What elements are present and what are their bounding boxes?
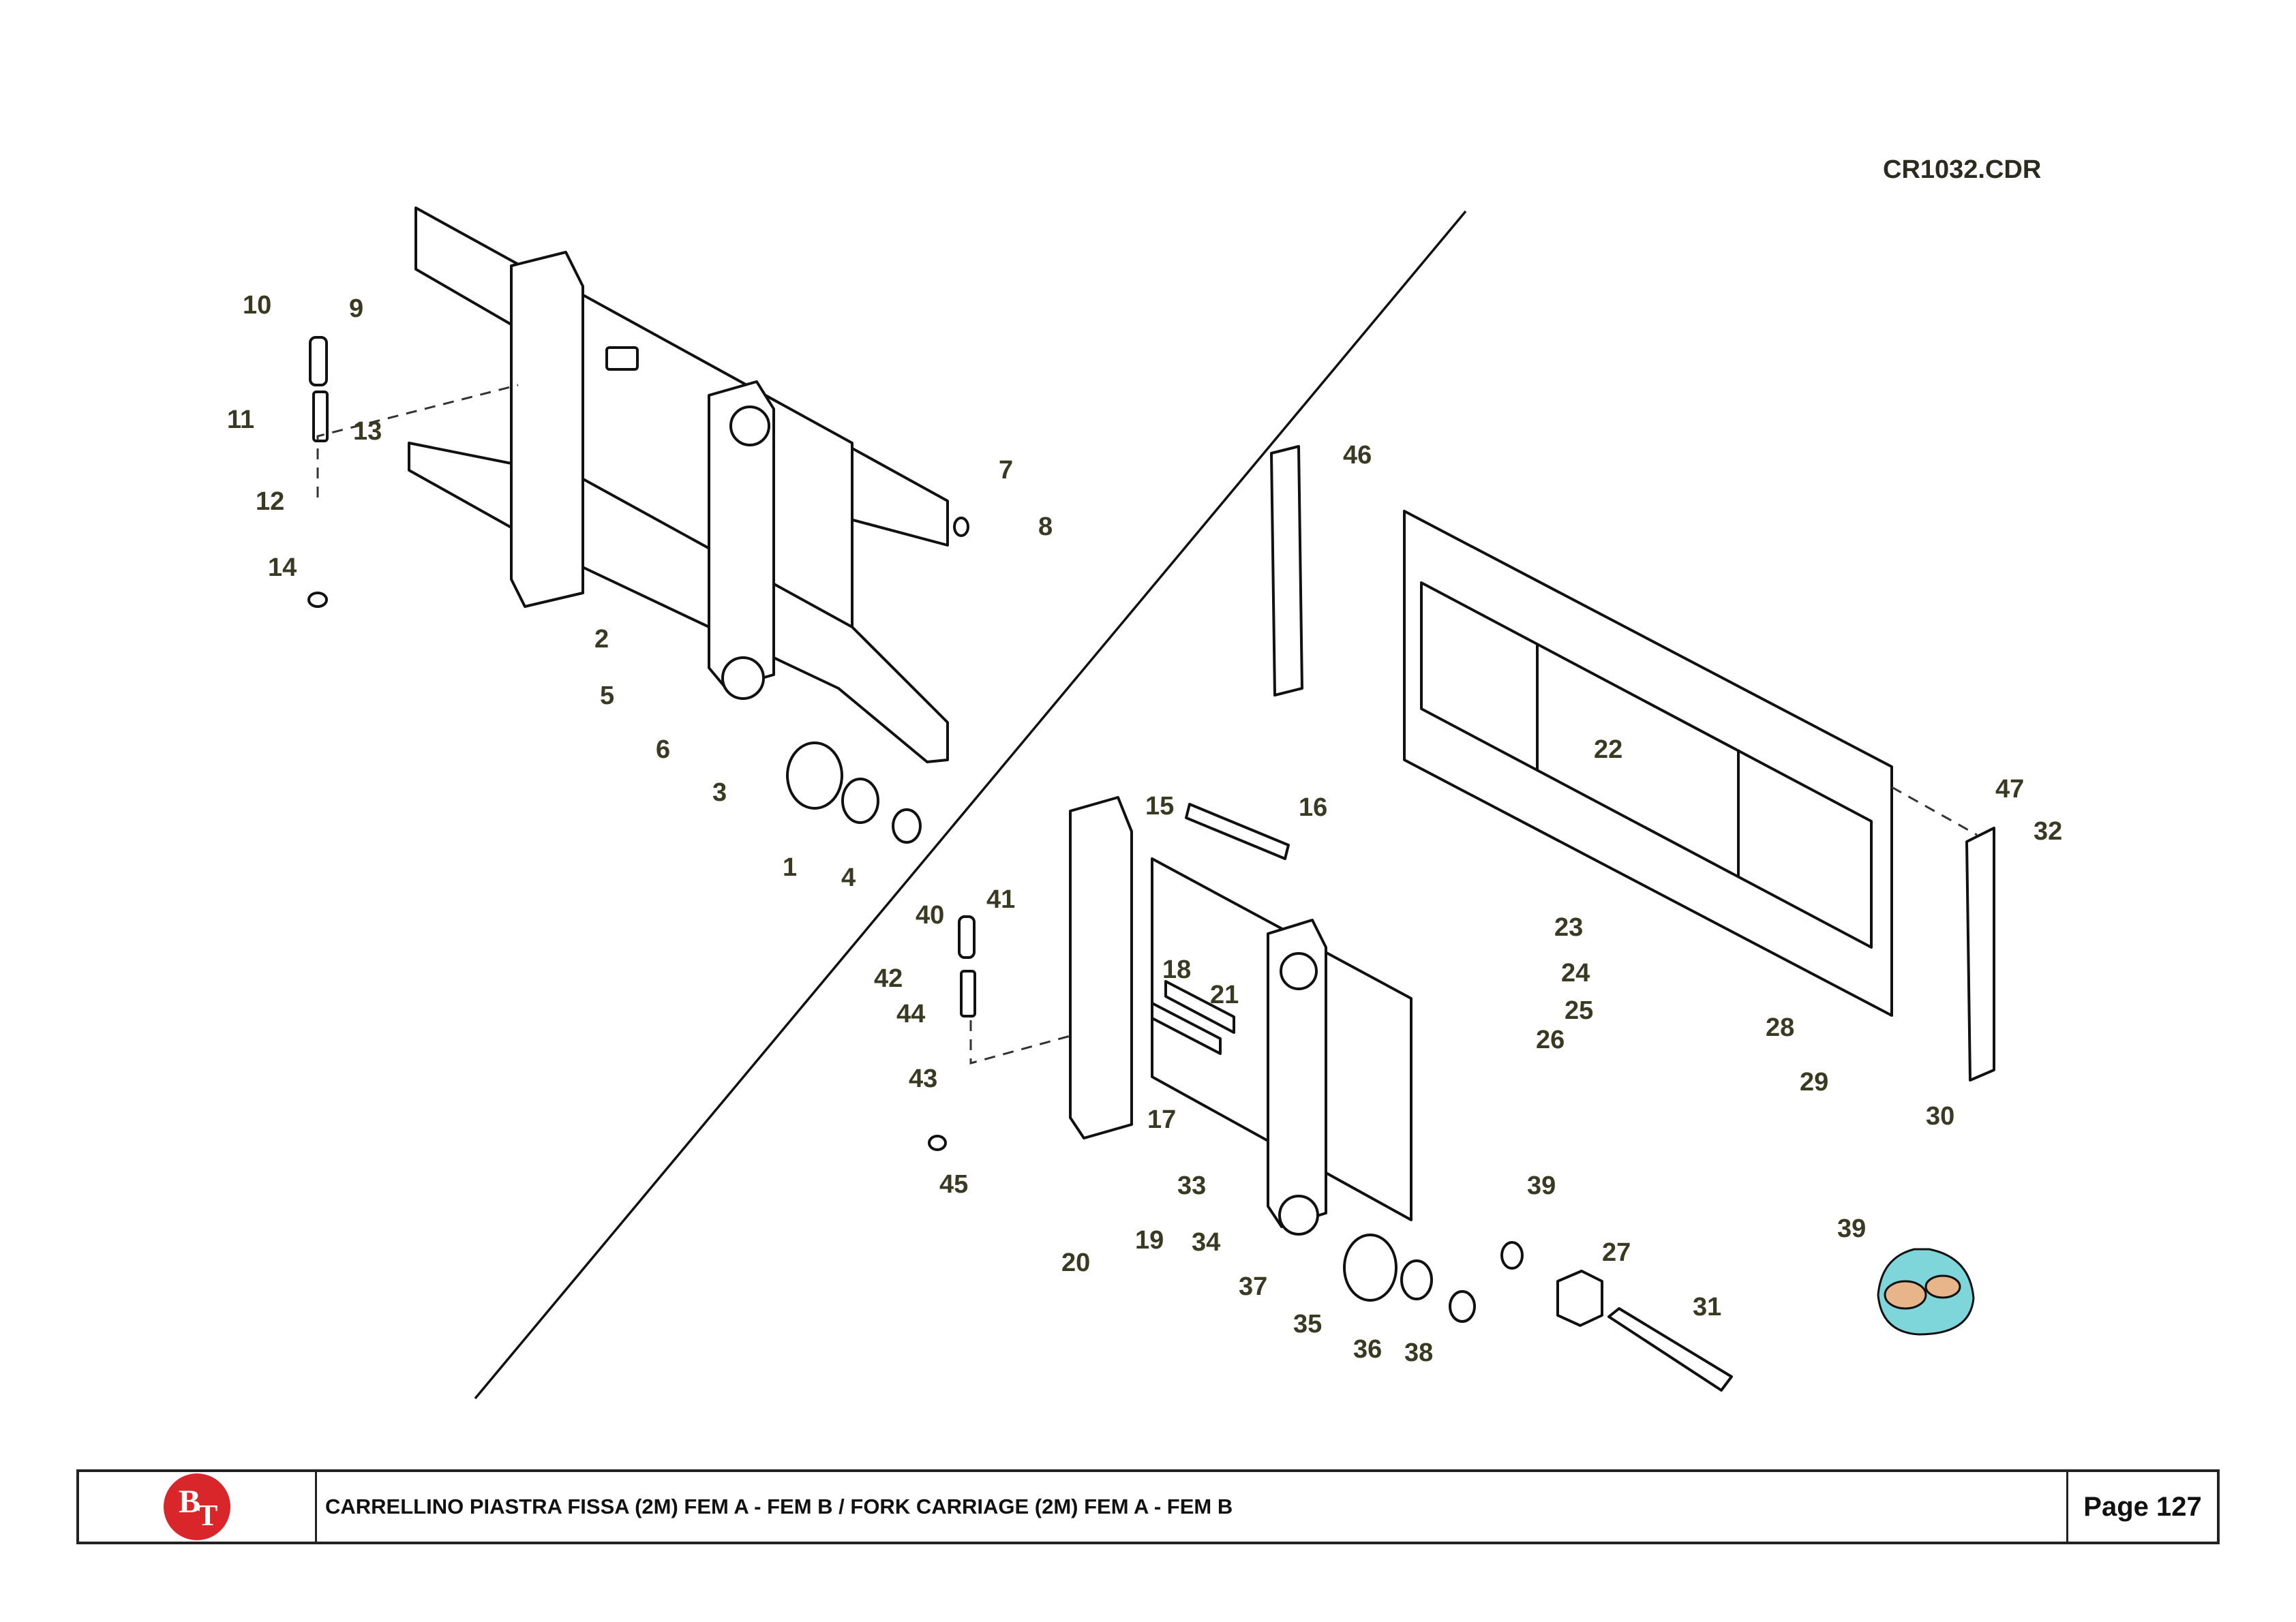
callout-8: 8 bbox=[1038, 512, 1053, 541]
callout-31: 31 bbox=[1693, 1293, 1721, 1321]
callout-30: 30 bbox=[1926, 1102, 1954, 1131]
section-divider-line bbox=[474, 210, 1467, 1400]
callout-46: 46 bbox=[1343, 441, 1372, 470]
page-number: Page 127 bbox=[2083, 1491, 2202, 1522]
callout-43: 43 bbox=[909, 1065, 937, 1093]
fork-plate-assembly bbox=[1270, 445, 1995, 1082]
callout-18: 18 bbox=[1162, 955, 1191, 984]
callout-13: 13 bbox=[353, 417, 382, 446]
callout-45: 45 bbox=[939, 1170, 968, 1199]
seal-kit-bag-illustration bbox=[1877, 1248, 1975, 1336]
logo-cell: B T bbox=[79, 1472, 317, 1542]
callout-3: 3 bbox=[712, 778, 727, 807]
callout-21: 21 bbox=[1210, 981, 1239, 1009]
callout-labels: 10 9 11 13 12 14 7 8 2 5 6 3 1 4 15 16 1… bbox=[227, 291, 2062, 1367]
callout-37: 37 bbox=[1239, 1272, 1267, 1301]
callout-20: 20 bbox=[1061, 1249, 1090, 1277]
callout-24: 24 bbox=[1561, 959, 1590, 988]
callout-16: 16 bbox=[1299, 793, 1327, 822]
callout-41: 41 bbox=[986, 885, 1015, 914]
callout-42: 42 bbox=[874, 964, 903, 993]
callout-19: 19 bbox=[1135, 1226, 1164, 1255]
callout-11: 11 bbox=[227, 406, 254, 434]
callout-34: 34 bbox=[1192, 1228, 1220, 1257]
drawing-title: CARRELLINO PIASTRA FISSA (2M) FEM A - FE… bbox=[317, 1472, 2068, 1542]
callout-26: 26 bbox=[1536, 1026, 1565, 1054]
callout-33: 33 bbox=[1177, 1172, 1206, 1200]
bt-logo: B T bbox=[164, 1473, 230, 1540]
callout-7: 7 bbox=[999, 456, 1013, 485]
callout-6: 6 bbox=[656, 735, 670, 764]
callout-44: 44 bbox=[896, 1000, 925, 1028]
callout-22: 22 bbox=[1594, 735, 1622, 764]
callout-2: 2 bbox=[594, 625, 609, 654]
callout-9: 9 bbox=[349, 294, 363, 323]
callout-35: 35 bbox=[1293, 1310, 1322, 1338]
callout-38: 38 bbox=[1404, 1338, 1433, 1367]
callout-28: 28 bbox=[1766, 1013, 1794, 1042]
callout-4: 4 bbox=[841, 863, 856, 892]
title-block: B T CARRELLINO PIASTRA FISSA (2M) FEM A … bbox=[76, 1469, 2220, 1544]
callout-32: 32 bbox=[2034, 817, 2062, 846]
callout-39-kit: 39 bbox=[1837, 1214, 1866, 1243]
fork-carriage-fem-b bbox=[1069, 796, 1413, 1236]
fork-carriage-fem-a bbox=[408, 206, 949, 763]
callout-47: 47 bbox=[1995, 775, 2024, 804]
callout-40: 40 bbox=[916, 901, 944, 930]
callout-39-seals: 39 bbox=[1527, 1172, 1556, 1200]
callout-25: 25 bbox=[1565, 996, 1593, 1025]
callout-5: 5 bbox=[600, 682, 614, 710]
small-parts bbox=[307, 336, 1978, 1392]
callout-27: 27 bbox=[1602, 1238, 1631, 1267]
drawing-file-code: CR1032.CDR bbox=[1883, 155, 2042, 184]
callout-1: 1 bbox=[783, 853, 797, 882]
callout-12: 12 bbox=[256, 487, 284, 516]
logo-letter-t: T bbox=[198, 1499, 218, 1532]
callout-15: 15 bbox=[1145, 792, 1174, 821]
callout-23: 23 bbox=[1554, 913, 1583, 942]
callout-14: 14 bbox=[268, 553, 297, 582]
callout-17: 17 bbox=[1147, 1105, 1176, 1134]
callout-10: 10 bbox=[243, 291, 271, 320]
callout-36: 36 bbox=[1353, 1335, 1382, 1364]
logo-letter-b: B bbox=[179, 1484, 201, 1520]
callout-29: 29 bbox=[1800, 1068, 1828, 1097]
